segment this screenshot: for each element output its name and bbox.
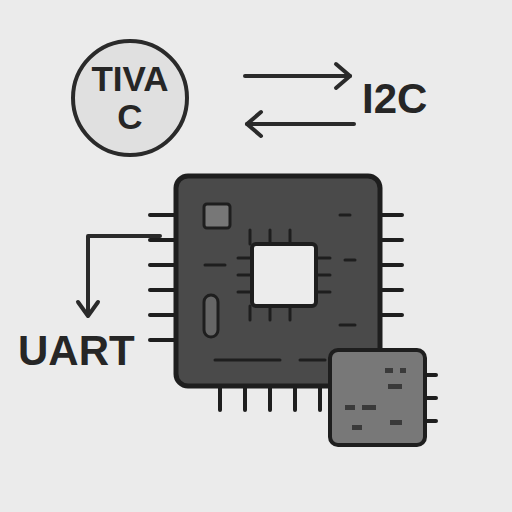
circle-node: TIVA C	[70, 38, 190, 158]
chip-core	[252, 244, 316, 306]
uart-arrow	[78, 236, 160, 316]
chip-traces	[205, 215, 355, 360]
chip-pad	[204, 204, 230, 228]
small-chip	[330, 350, 425, 445]
i2c-arrows	[245, 64, 354, 136]
node-text: TIVA C	[84, 60, 176, 137]
bus-label: I2C	[362, 76, 427, 122]
bus-label: UART	[18, 328, 135, 374]
chip-slot	[204, 295, 218, 337]
small-chip-marks	[345, 368, 406, 430]
